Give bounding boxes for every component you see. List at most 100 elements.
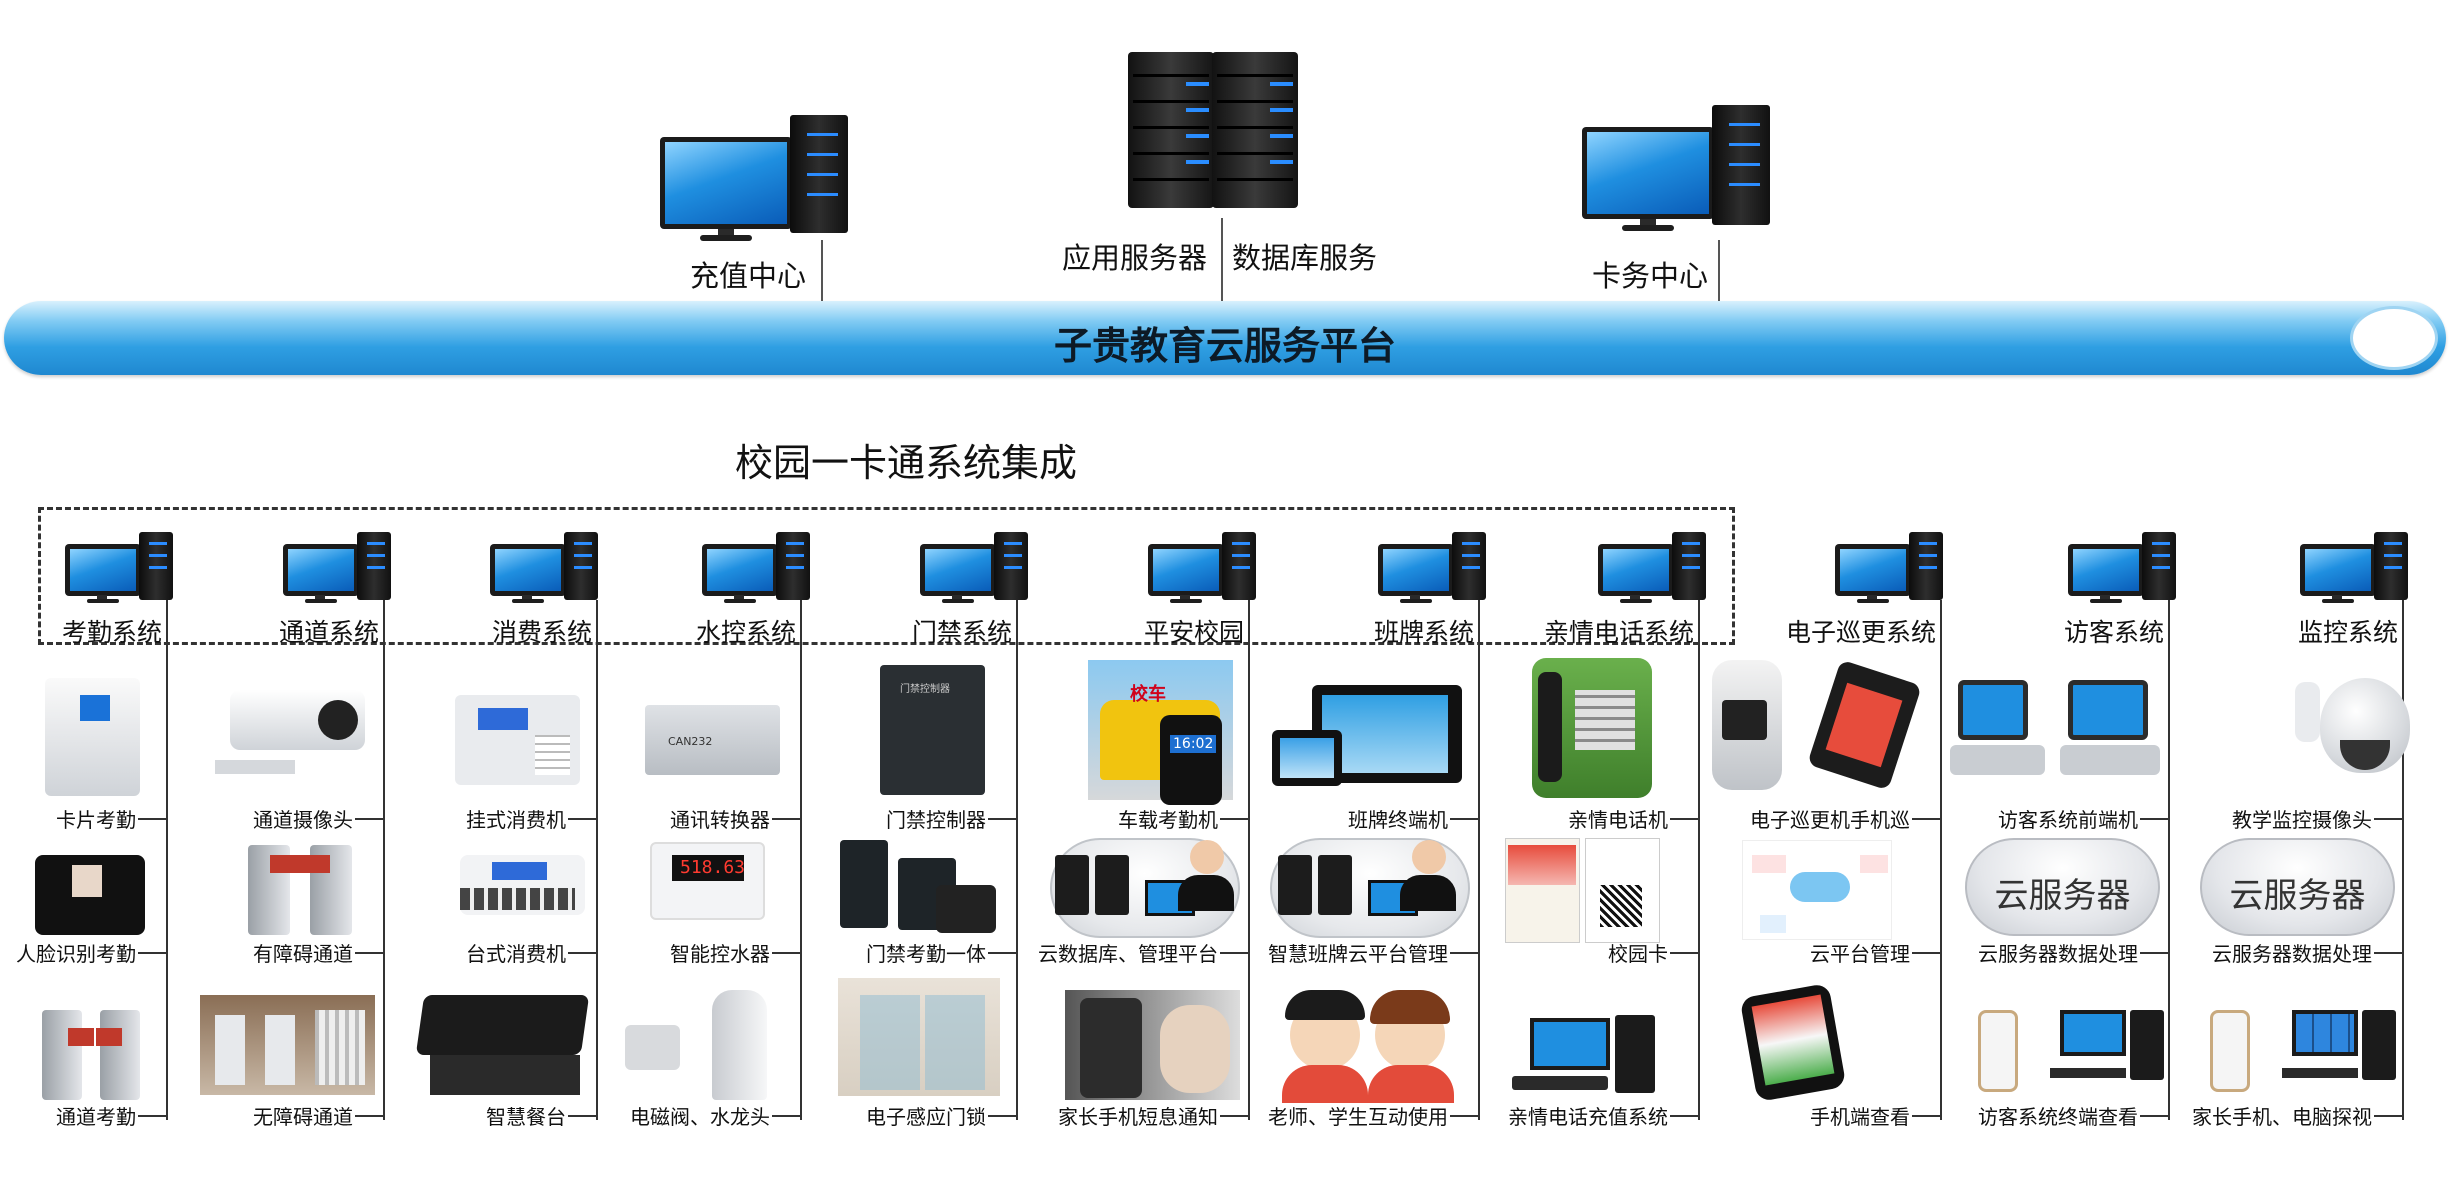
- item-tick-1-2: [355, 1115, 383, 1117]
- system-computer-icon-9: [2068, 532, 2178, 604]
- system-computer-icon-7: [1598, 532, 1708, 604]
- item-label-4-2: 电子感应门锁: [866, 1105, 986, 1129]
- system-label-8: 电子巡更系统: [1785, 618, 1936, 647]
- item-label-1-2: 无障碍通道: [253, 1105, 353, 1129]
- family-phone-keypad: [1575, 690, 1635, 750]
- item-label-9-0: 访客系统前端机: [1998, 808, 2138, 832]
- column-line-1: [383, 600, 385, 1120]
- item-label-6-1: 智慧班牌云平台管理: [1268, 942, 1448, 966]
- item-tick-4-2: [988, 1115, 1016, 1117]
- system-computer-icon-10: [2300, 532, 2410, 604]
- column-line-3: [800, 600, 802, 1120]
- student-avatar-hair: [1370, 990, 1450, 1024]
- pipe-end-cap: [2350, 306, 2438, 370]
- item-label-10-0: 教学监控摄像头: [2232, 808, 2372, 832]
- item-tick-6-2: [1450, 1115, 1478, 1117]
- device-time: 16:02: [1170, 735, 1217, 753]
- barrier-free-post-2: [265, 1015, 295, 1085]
- item-tick-5-2: [1220, 1115, 1248, 1117]
- app-server-rack-icon: [1128, 52, 1214, 208]
- app-server-label: 应用服务器: [1062, 241, 1208, 275]
- item-tick-0-2: [138, 1115, 166, 1117]
- item-label-7-1: 校园卡: [1608, 942, 1668, 966]
- item-label-0-2: 通道考勤: [56, 1105, 136, 1129]
- system-computer-icon-6: [1378, 532, 1488, 604]
- visitor-terminal-1-screen: [1958, 680, 2028, 740]
- item-label-6-0: 班牌终端机: [1348, 808, 1448, 832]
- phone-in-hand: [1080, 998, 1142, 1098]
- item-tick-2-1: [568, 952, 596, 954]
- retractable-gate: [315, 1010, 365, 1085]
- vehicle-attendance-device: [1160, 715, 1222, 805]
- face-photo: [72, 865, 102, 897]
- item-tick-6-1: [1450, 952, 1478, 954]
- column-line-7: [1698, 600, 1700, 1120]
- recharge-center-label: 充值中心: [690, 259, 807, 293]
- column-line-0: [166, 600, 168, 1120]
- visitor-phone: [1978, 1010, 2018, 1092]
- channel-camera-lens: [318, 700, 358, 740]
- patrol-cloud-shape: [1790, 872, 1850, 902]
- system-label-7: 亲情电话系统: [1543, 618, 1694, 647]
- server-connector: [1221, 218, 1223, 302]
- item-label-3-0: 通讯转换器: [670, 808, 770, 832]
- item-label-5-2: 家长手机短息通知: [1058, 1105, 1218, 1129]
- system-computer-icon-3: [702, 532, 812, 604]
- visitor-terminal-2-base: [2060, 745, 2160, 775]
- door-attendance-unit-1: [840, 840, 888, 928]
- smart-dining-table-base: [430, 1055, 580, 1095]
- item-label-1-0: 通道摄像头: [253, 808, 353, 832]
- system-computer-icon-1: [283, 532, 393, 604]
- column-line-2: [596, 600, 598, 1120]
- monitor-keyboard: [2282, 1068, 2358, 1078]
- solenoid-valve: [625, 1025, 680, 1070]
- system-computer-icon-2: [490, 532, 600, 604]
- wall-pos-keypad: [535, 735, 570, 775]
- class-sign-small-screen: [1280, 738, 1334, 778]
- item-label-6-2: 老师、学生互动使用: [1268, 1105, 1448, 1129]
- water-controller: [650, 842, 765, 920]
- column-line-5: [1248, 600, 1250, 1120]
- campus-card-qr: [1600, 885, 1642, 927]
- item-label-1-1: 有障碍通道: [253, 942, 353, 966]
- water-controller-reading: 518.63: [680, 857, 746, 878]
- visitor-terminal-1-base: [1950, 745, 2045, 775]
- item-tick-7-1: [1670, 952, 1698, 954]
- system-label-2: 消费系统: [491, 618, 592, 647]
- barrier-flap-left: [270, 855, 300, 873]
- converter-label: CAN232: [668, 735, 713, 748]
- item-label-3-2: 电磁阀、水龙头: [630, 1105, 770, 1129]
- item-label-5-0: 车载考勤机: [1118, 808, 1218, 832]
- system-label-10: 监控系统: [2297, 618, 2398, 647]
- item-tick-8-0: [1912, 818, 1940, 820]
- water-faucet: [712, 990, 767, 1100]
- door-controller-text: 门禁控制器: [900, 684, 950, 695]
- item-label-8-1: 云平台管理: [1810, 942, 1910, 966]
- item-tick-7-0: [1670, 818, 1698, 820]
- desk-pos-screen: [492, 862, 547, 880]
- family-phone-handset: [1538, 672, 1562, 782]
- item-tick-4-0: [988, 818, 1016, 820]
- patrol-device-window: [1722, 700, 1767, 740]
- item-label-2-2: 智慧餐台: [486, 1105, 566, 1129]
- item-label-8-0: 电子巡更机手机巡: [1750, 808, 1910, 832]
- item-label-0-0: 卡片考勤: [56, 808, 136, 832]
- patrol-phone-app: [1751, 994, 1835, 1086]
- item-tick-10-0: [2374, 818, 2402, 820]
- item-label-7-0: 亲情电话机: [1568, 808, 1668, 832]
- system-label-6: 班牌系统: [1373, 618, 1474, 647]
- card-reader-screen: [80, 695, 110, 721]
- system-label-3: 水控系统: [695, 618, 796, 647]
- smart-dining-table-top: [415, 995, 590, 1055]
- system-computer-icon-4: [920, 532, 1030, 604]
- item-tick-1-1: [355, 952, 383, 954]
- item-tick-2-2: [568, 1115, 596, 1117]
- glass-door-left: [860, 995, 920, 1090]
- door-card-reader: [936, 885, 996, 933]
- recharge-center-connector: [821, 240, 823, 302]
- teacher-avatar-hair: [1285, 990, 1365, 1020]
- item-tick-7-2: [1670, 1115, 1698, 1117]
- visitor-tower: [2130, 1010, 2164, 1080]
- system-label-0: 考勤系统: [61, 618, 162, 647]
- turnstile-left: [42, 1010, 82, 1100]
